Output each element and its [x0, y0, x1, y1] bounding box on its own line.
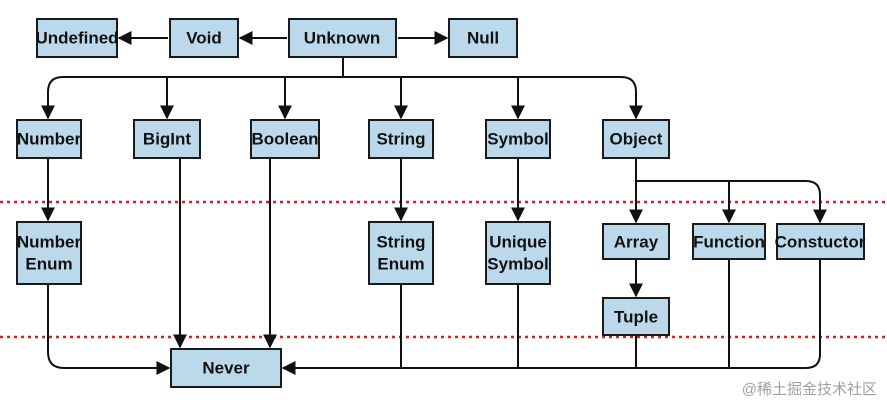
node-number-enum-line1: Number: [17, 233, 82, 252]
node-unique-symbol: Unique Symbol: [485, 221, 551, 285]
node-unknown: Unknown: [288, 18, 397, 58]
node-symbol: Symbol: [485, 119, 551, 159]
node-number-enum-line2: Enum: [25, 255, 72, 274]
node-symbol-label: Symbol: [487, 130, 548, 149]
node-undefined: Undefined: [35, 18, 119, 58]
node-void-label: Void: [186, 29, 222, 48]
node-object: Object: [602, 119, 670, 159]
node-never: Never: [170, 348, 282, 388]
node-unique-symbol-line2: Symbol: [487, 255, 548, 274]
node-null-label: Null: [467, 29, 499, 48]
node-number-enum: Number Enum: [16, 221, 82, 285]
node-null: Null: [448, 18, 518, 58]
node-unique-symbol-line1: Unique: [489, 233, 547, 252]
edge-numberenum-never: [47, 284, 171, 375]
node-string-label: String: [376, 130, 425, 149]
node-number: Number: [16, 119, 82, 159]
node-void: Void: [169, 18, 239, 58]
node-boolean-label: Boolean: [251, 130, 318, 149]
edge-right-to-never: [281, 259, 821, 375]
node-number-label: Number: [17, 130, 82, 149]
node-unknown-label: Unknown: [304, 29, 381, 48]
node-function: Function: [692, 223, 766, 260]
node-function-label: Function: [693, 233, 765, 252]
node-boolean: Boolean: [250, 119, 320, 159]
node-bigint: BigInt: [133, 119, 201, 159]
node-string: String: [368, 119, 434, 159]
node-array-label: Array: [614, 233, 659, 252]
node-constructor: Constuctor: [775, 223, 866, 260]
node-string-enum-line1: String: [376, 233, 425, 252]
edge-unknown-number: [41, 76, 637, 120]
node-string-enum: String Enum: [368, 221, 434, 285]
node-object-label: Object: [610, 130, 663, 149]
watermark: @稀土掘金技术社区: [741, 381, 877, 398]
node-constructor-label: Constuctor: [775, 233, 866, 252]
node-undefined-label: Undefined: [35, 29, 118, 48]
node-bigint-label: BigInt: [143, 130, 191, 149]
node-never-label: Never: [202, 359, 250, 378]
node-tuple: Tuple: [602, 297, 670, 336]
node-array: Array: [602, 223, 670, 260]
node-tuple-label: Tuple: [614, 308, 658, 327]
edges: [41, 31, 827, 375]
edge-object-constructor: [729, 180, 827, 224]
node-string-enum-line2: Enum: [377, 255, 424, 274]
